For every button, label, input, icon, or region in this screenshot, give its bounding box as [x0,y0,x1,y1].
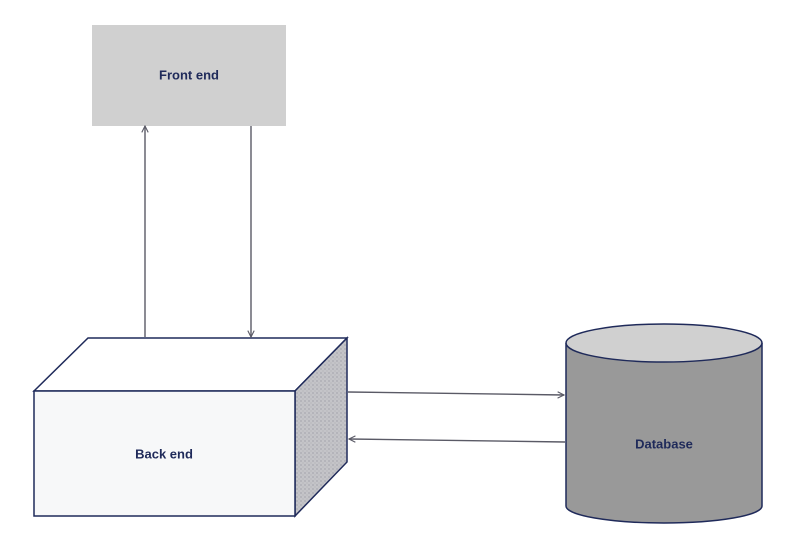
frontend-node: Front end [92,25,286,126]
database-body [565,343,763,524]
backend-label: Back end [135,446,193,461]
backend-top-face [32,337,349,392]
backend-node: Back end [32,336,349,518]
database-label: Database [635,436,693,451]
edge-backend-to-database [347,392,564,395]
backend-front-face [33,390,296,517]
frontend-label: Front end [159,67,219,82]
database-node: Database [565,323,763,524]
database-top [565,323,763,363]
frontend-box [92,25,286,126]
edge-database-to-backend [349,439,566,442]
